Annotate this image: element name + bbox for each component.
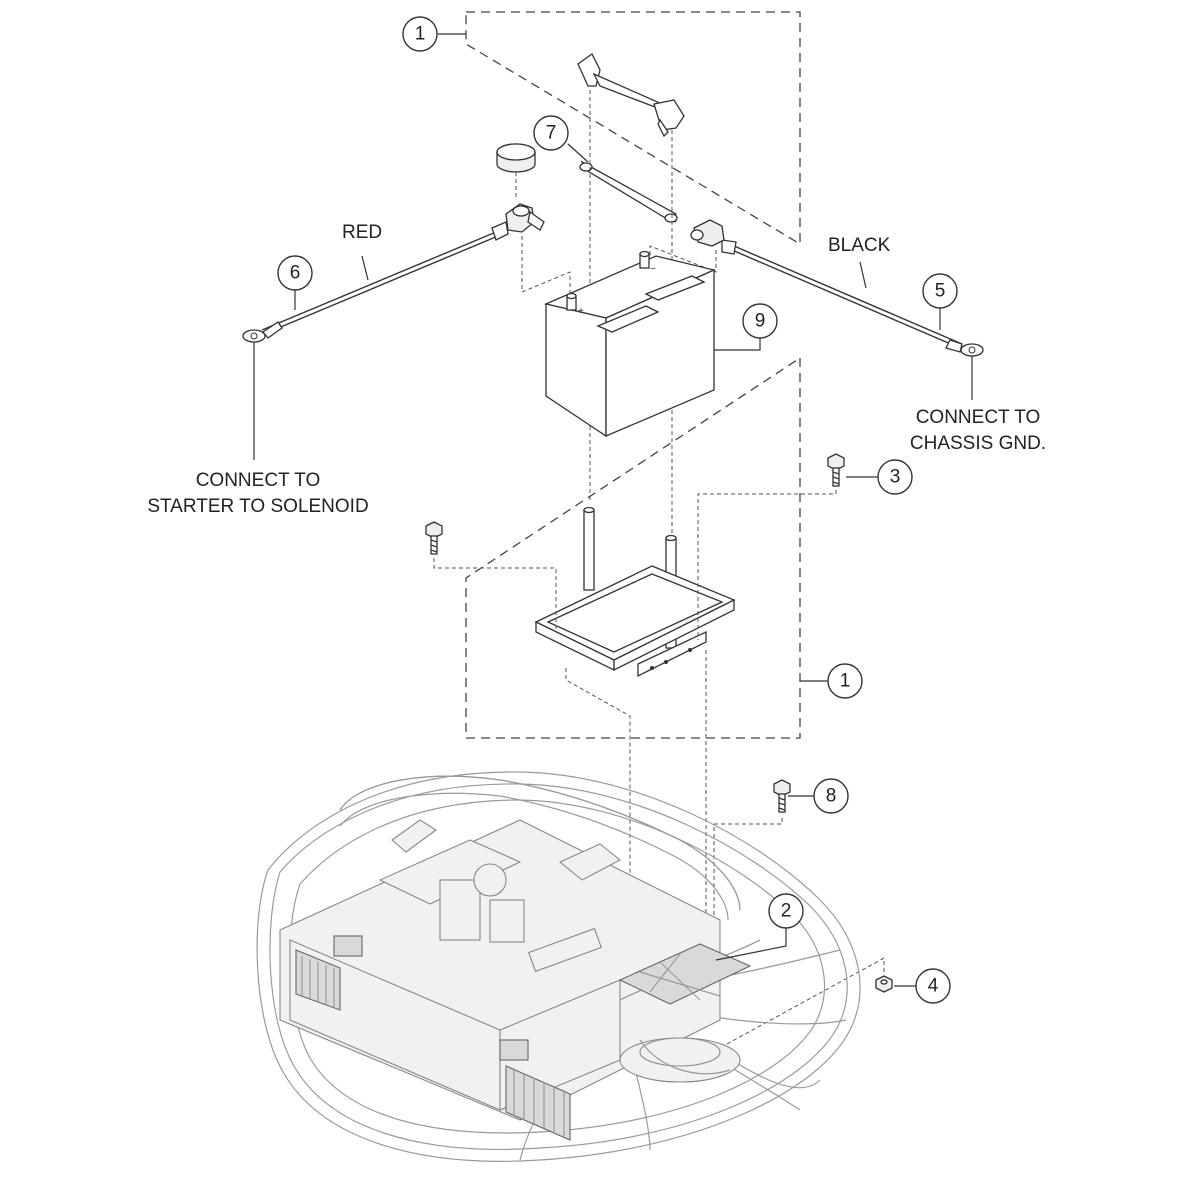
callout-3-number: 3 <box>890 467 901 488</box>
callout-2: 2 <box>768 893 804 929</box>
svg-text:−: − <box>650 264 656 275</box>
chassis-ground-note-line2: CHASSIS GND. <box>910 433 1046 454</box>
tray-group-outline <box>465 357 801 739</box>
alignment-line <box>565 668 631 940</box>
callout-5-number: 5 <box>935 281 946 302</box>
black-cable-label: BLACK <box>828 235 891 256</box>
callout-9: 9 <box>742 303 778 339</box>
callout-5: 5 <box>922 273 958 309</box>
hold-down-bracket <box>577 53 685 138</box>
callout-6: 6 <box>277 255 313 291</box>
alignment-line <box>433 558 557 630</box>
hold-down-rod <box>579 160 678 223</box>
chassis-ground-note-line1: CONNECT TO <box>916 407 1041 428</box>
nut-item-4 <box>875 975 893 993</box>
battery: + − <box>543 250 717 438</box>
callout-7-number: 7 <box>546 123 557 144</box>
callout-4: 4 <box>915 968 951 1004</box>
battery-tray <box>534 506 736 678</box>
starter-connection-note-line2: STARTER TO SOLENOID <box>147 496 368 517</box>
callout-4-number: 4 <box>928 976 939 997</box>
hold-down-group-outline <box>465 11 801 246</box>
callout-1-bottom-number: 1 <box>840 671 851 692</box>
alignment-line <box>697 490 837 640</box>
vent-grille-left <box>295 949 341 1011</box>
red-cable-label: RED <box>342 222 382 243</box>
vent-grille-right <box>505 1065 571 1141</box>
callout-3: 3 <box>877 459 913 495</box>
alignment-line <box>521 236 571 300</box>
callout-6-number: 6 <box>290 263 301 284</box>
machine-chassis <box>256 771 861 1162</box>
svg-text:+: + <box>578 306 584 317</box>
callout-1-top-number: 1 <box>415 24 426 45</box>
battery-mount-plate <box>618 943 752 1005</box>
starter-connection-note-line1: CONNECT TO <box>196 470 321 491</box>
callout-1-bottom: 1 <box>827 663 863 699</box>
callout-2-number: 2 <box>781 901 792 922</box>
callout-8: 8 <box>813 778 849 814</box>
callout-9-number: 9 <box>755 311 766 332</box>
bolt-item-3 <box>827 453 845 487</box>
alignment-line <box>649 245 717 273</box>
callout-8-number: 8 <box>826 786 837 807</box>
bolt-left <box>425 521 443 555</box>
callout-7: 7 <box>533 115 569 151</box>
black-battery-cable <box>690 219 984 357</box>
red-battery-cable <box>242 203 545 343</box>
callout-leaders <box>253 33 973 987</box>
terminal-cap <box>496 143 536 200</box>
alignment-line <box>713 818 783 940</box>
light-right <box>499 1039 529 1061</box>
alignment-line <box>715 957 885 1051</box>
bolt-item-8 <box>773 779 791 813</box>
light-left <box>333 935 363 957</box>
callout-1-top: 1 <box>402 16 438 52</box>
